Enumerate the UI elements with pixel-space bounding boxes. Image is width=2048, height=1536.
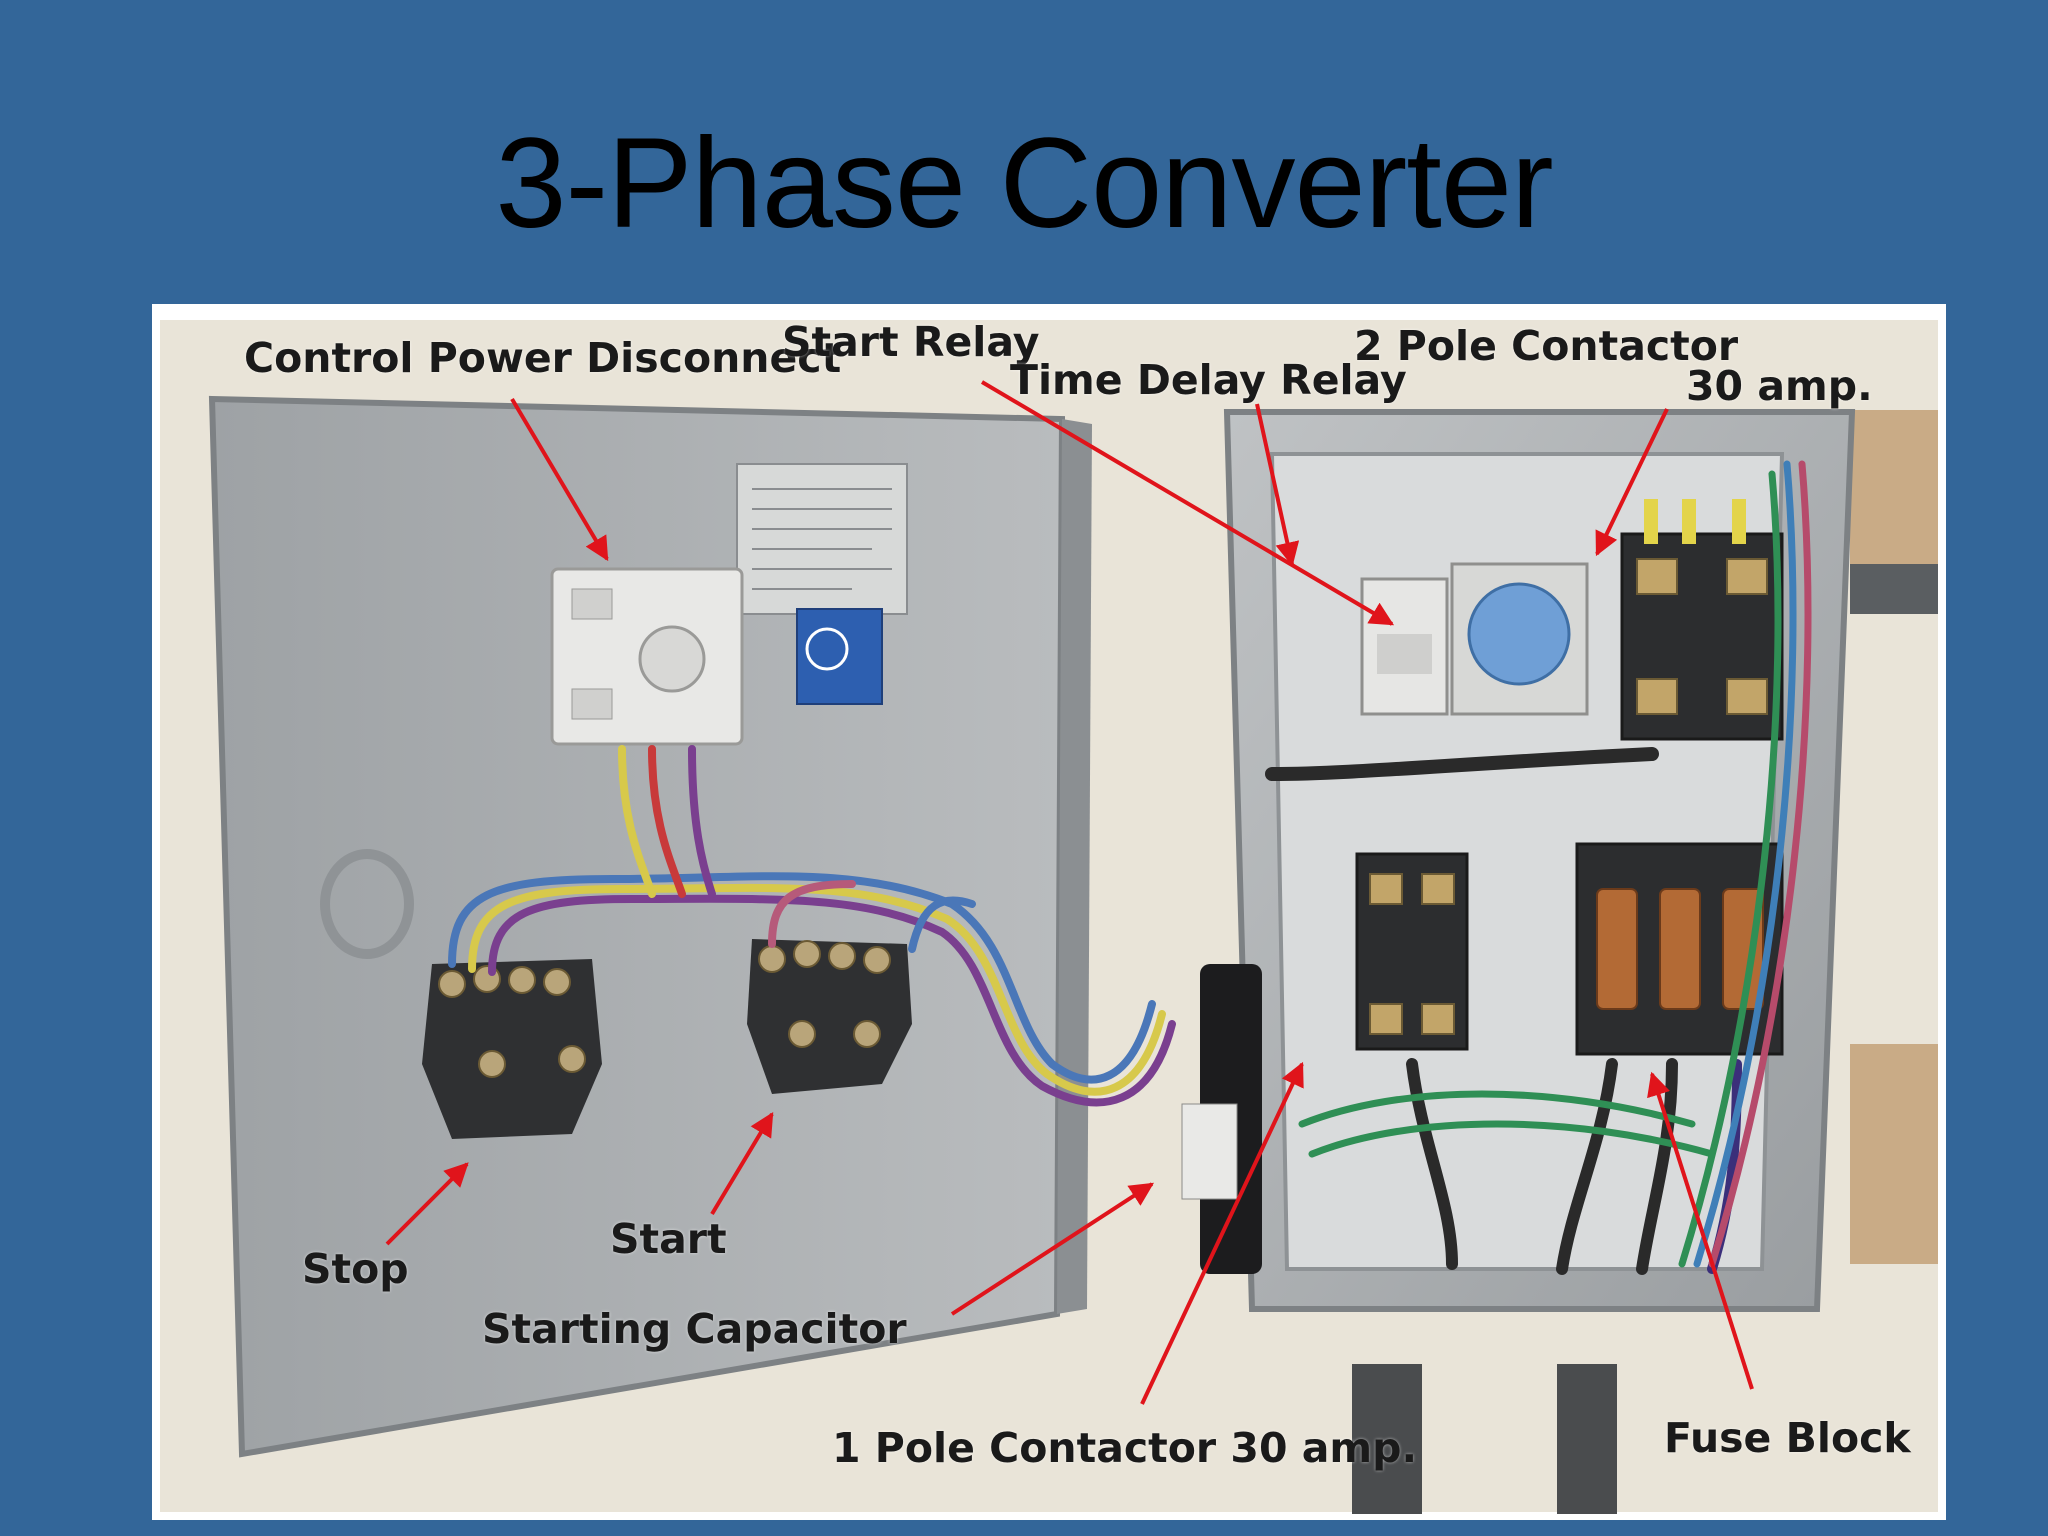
arrow-start	[710, 1111, 774, 1216]
stop-pushbutton	[422, 959, 602, 1139]
converter-photo: Control Power Disconnect Start Relay Tim…	[152, 304, 1946, 1520]
converter-illustration	[160, 320, 1938, 1514]
label-time-delay-relay: Time Delay Relay	[1010, 356, 1407, 404]
arrow-two-pole-contactor	[1595, 408, 1669, 557]
label-start: Start	[610, 1215, 727, 1263]
door-wire-harness	[448, 745, 1176, 1107]
slide-title: 3-Phase Converter	[495, 112, 1553, 255]
arrow-start-relay	[980, 380, 1395, 626]
label-control-power-disconnect: Control Power Disconnect	[244, 334, 842, 382]
door-nameplate	[736, 463, 908, 615]
label-one-pole-contactor: 1 Pole Contactor 30 amp.	[832, 1424, 1418, 1472]
label-two-pole-contactor: 2 Pole Contactor	[1354, 322, 1739, 370]
label-two-pole-contactor-amps: 30 amp.	[1686, 362, 1873, 410]
arrow-stop	[385, 1162, 469, 1246]
arrow-control-power-disconnect	[510, 397, 609, 562]
arrow-fuse-block	[1647, 1071, 1754, 1390]
door-latch-ring	[320, 849, 414, 959]
label-stop: Stop	[302, 1245, 409, 1293]
internal-wiring	[1265, 460, 1812, 1275]
wall-trim	[1850, 410, 1938, 570]
label-start-relay: Start Relay	[782, 318, 1040, 366]
arrow-time-delay-relay	[1255, 403, 1300, 567]
label-starting-capacitor: Starting Capacitor	[482, 1305, 907, 1353]
ul-label	[796, 608, 883, 705]
label-fuse-block: Fuse Block	[1664, 1414, 1911, 1462]
callout-arrows	[385, 380, 1754, 1405]
wall-trim-lower	[1850, 1044, 1938, 1264]
arrow-starting-capacitor	[950, 1182, 1155, 1316]
start-pushbutton	[747, 939, 912, 1094]
conduit-pipe-right	[1557, 1364, 1617, 1514]
arrow-one-pole-contactor	[1140, 1061, 1304, 1405]
conduit-pipe-left	[1352, 1364, 1422, 1514]
